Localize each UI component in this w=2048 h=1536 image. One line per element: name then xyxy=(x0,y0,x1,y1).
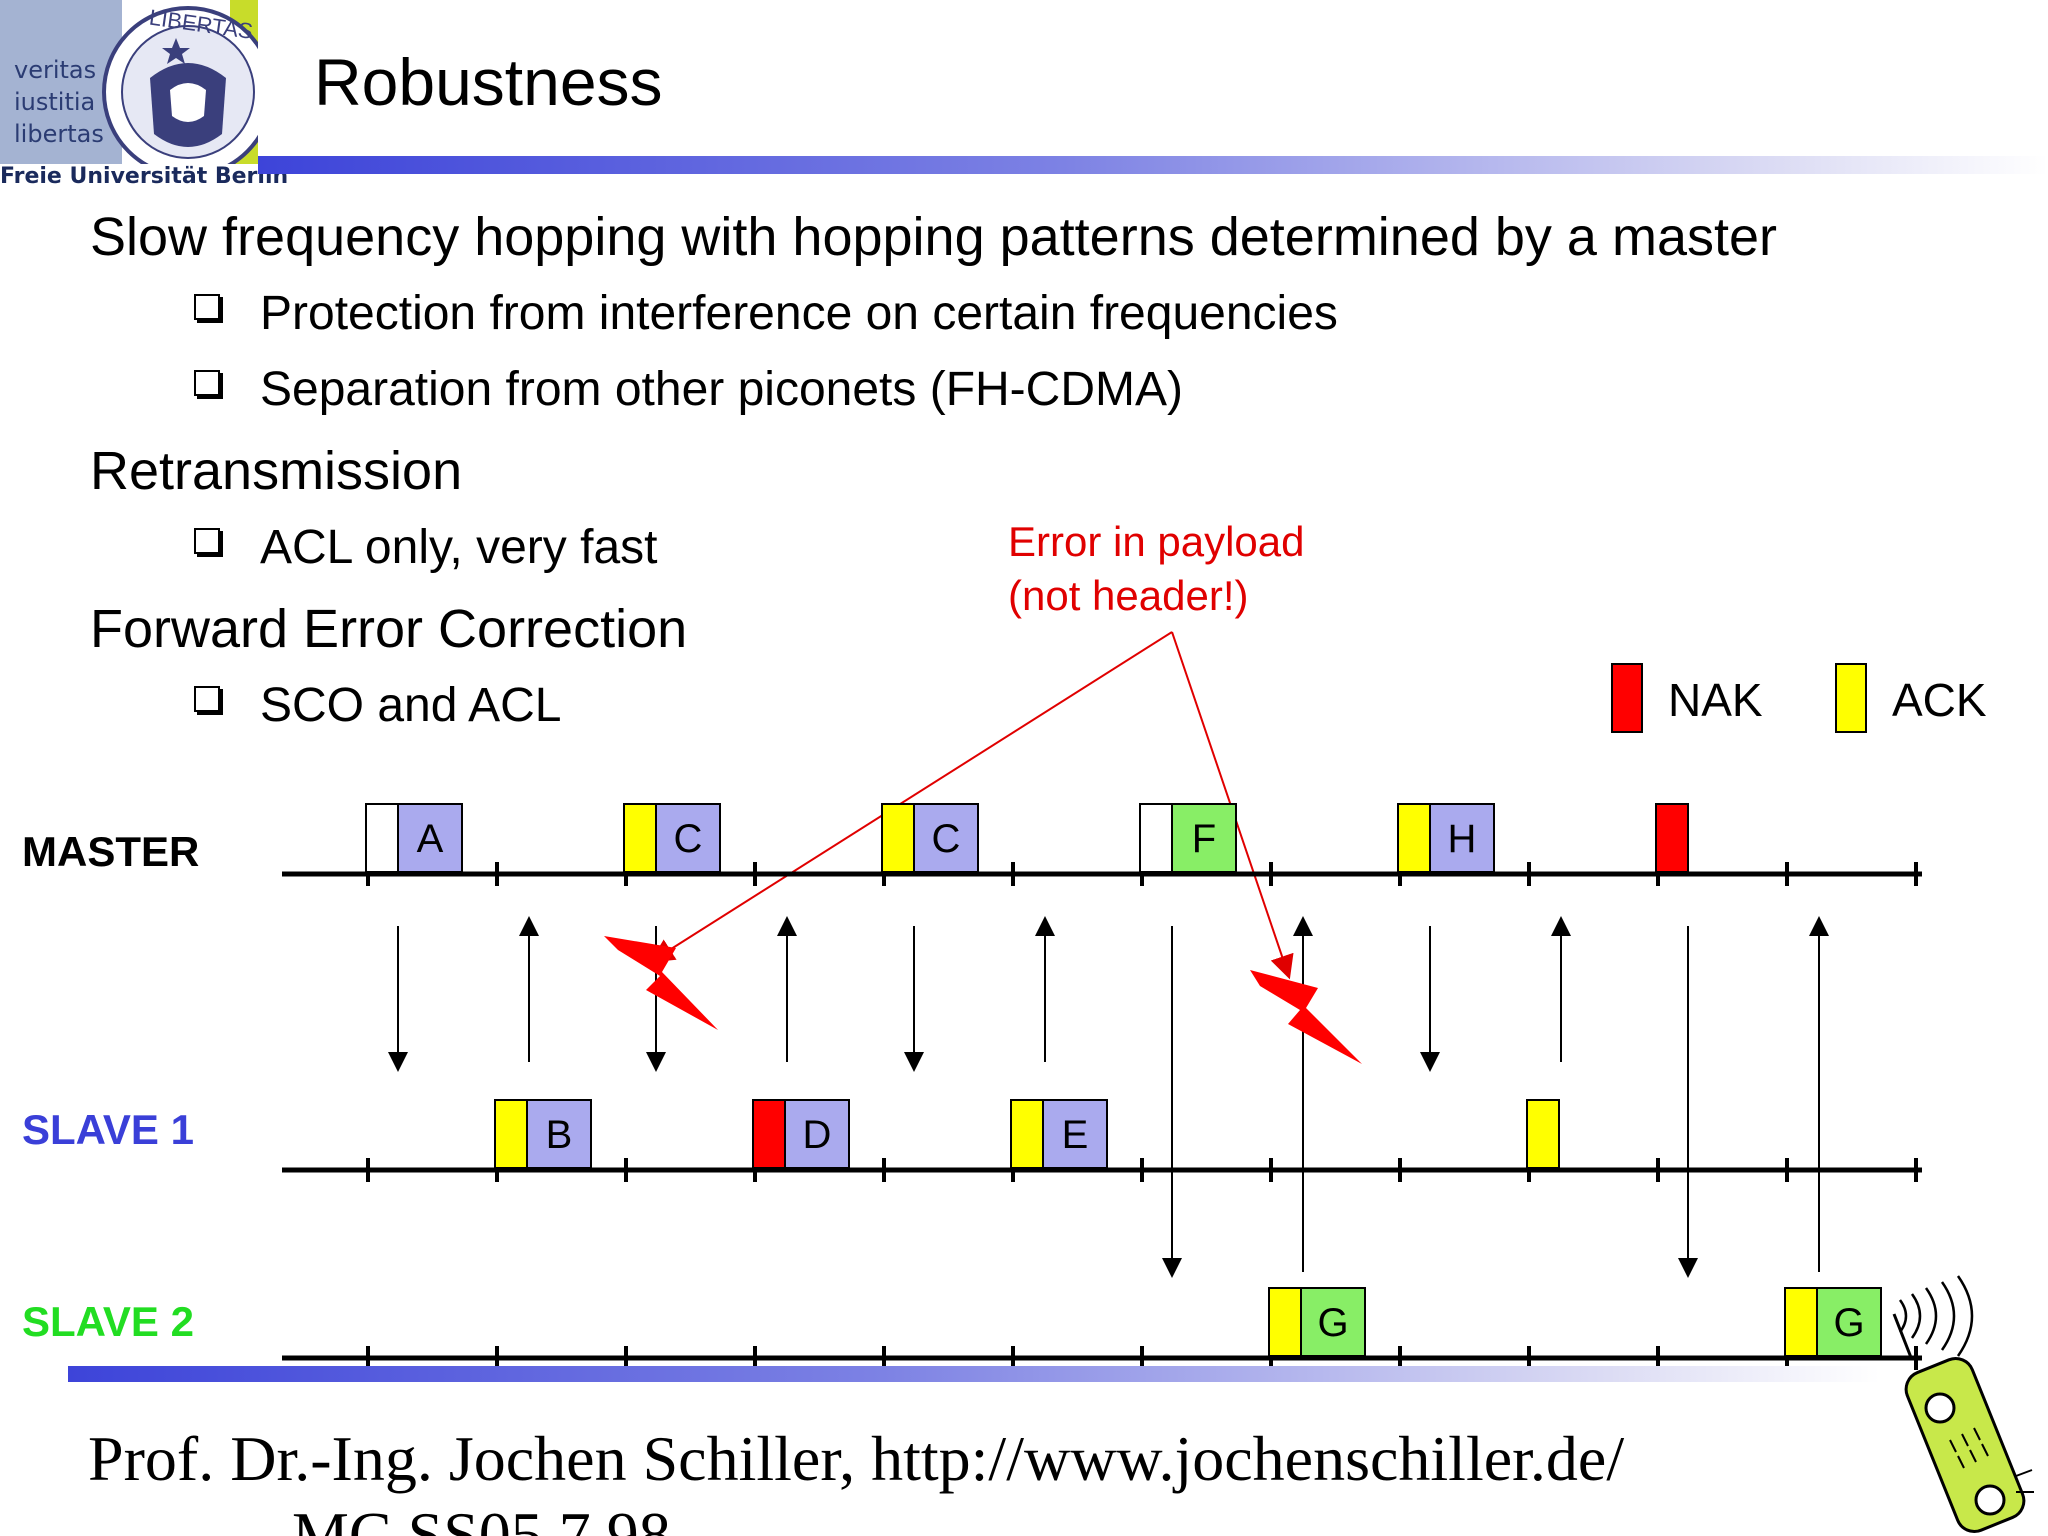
legend-ack-label: ACK xyxy=(1892,674,1987,726)
packet: G xyxy=(1784,1287,1882,1357)
packet-letter: B xyxy=(546,1113,573,1157)
sub-bullet: SCO and ACL xyxy=(194,678,562,733)
error-pointer-arrow xyxy=(649,631,1173,963)
packet: A xyxy=(365,803,463,873)
packet-header xyxy=(494,1099,528,1169)
footer-divider xyxy=(68,1366,1880,1382)
packet-letter: A xyxy=(417,817,444,861)
packet: C xyxy=(881,803,979,873)
packet: G xyxy=(1268,1287,1366,1357)
checkbox-bullet-icon xyxy=(194,293,220,320)
packet-payload xyxy=(397,803,463,873)
packet-payload xyxy=(1300,1287,1366,1357)
error-pointer-arrow xyxy=(1171,631,1294,980)
packet-payload xyxy=(1816,1287,1882,1357)
bullet-2: Retransmission xyxy=(90,441,463,501)
sub-bullet-text: ACL only, very fast xyxy=(260,521,658,574)
packet-header xyxy=(365,803,399,873)
packet-letter: C xyxy=(674,817,703,861)
legend-nak-swatch xyxy=(1611,663,1643,733)
title-divider xyxy=(258,156,2048,174)
transfer-arrows xyxy=(388,916,1829,1278)
legend-nak-label: NAK xyxy=(1668,674,1763,726)
university-name: Freie Universität Berlin xyxy=(0,164,289,189)
sub-bullet: ACL only, very fast xyxy=(194,520,657,575)
sub-bullet-text: SCO and ACL xyxy=(260,679,562,732)
footer-author: Prof. Dr.-Ing. Jochen Schiller, http://w… xyxy=(88,1423,1625,1494)
packet: E xyxy=(1010,1099,1108,1169)
packet: H xyxy=(1397,803,1495,873)
packet-header xyxy=(1784,1287,1818,1357)
sub-bullet: Protection from interference on certain … xyxy=(194,286,1338,341)
packet-letter: F xyxy=(1192,817,1216,861)
packet-payload xyxy=(913,803,979,873)
checkbox-bullet-icon xyxy=(194,527,220,554)
packet-letter: H xyxy=(1448,817,1477,861)
logo-motto: veritas iustitia libertas xyxy=(14,54,104,150)
packets: A C C F H B D E G G xyxy=(365,803,1882,1357)
bullet-1: Slow frequency hopping with hopping patt… xyxy=(90,207,1777,267)
packet-header xyxy=(1655,803,1689,873)
packet-header xyxy=(1268,1287,1302,1357)
packet-letter: G xyxy=(1317,1301,1348,1345)
packet-letter: E xyxy=(1062,1113,1089,1157)
logo-motto-line: libertas xyxy=(14,120,104,148)
packet-letter: C xyxy=(932,817,961,861)
packet-header xyxy=(623,803,657,873)
packet xyxy=(1655,803,1689,873)
packet-header xyxy=(1526,1099,1560,1169)
mobile-phone-icon xyxy=(1892,1275,2034,1533)
packet: C xyxy=(623,803,721,873)
packet-payload xyxy=(526,1099,592,1169)
packet-header xyxy=(752,1099,786,1169)
interference-bolt-icon xyxy=(604,936,718,1030)
logo-motto-line: iustitia xyxy=(14,88,96,116)
packet-payload xyxy=(1429,803,1495,873)
sub-bullet: Separation from other piconets (FH-CDMA) xyxy=(194,362,1183,417)
interference-bolt-icon xyxy=(1250,970,1362,1064)
bullet-3: Forward Error Correction xyxy=(90,599,688,659)
slide-title: Robustness xyxy=(314,45,663,119)
legend-ack-swatch xyxy=(1835,663,1867,733)
sub-bullet-text: Protection from interference on certain … xyxy=(260,287,1338,340)
error-note-line-2: (not header!) xyxy=(1008,572,1248,619)
packet-payload xyxy=(784,1099,850,1169)
packet: F xyxy=(1139,803,1237,873)
packet-payload xyxy=(1042,1099,1108,1169)
footer-course: MC SS05 7.98 xyxy=(292,1499,671,1536)
sub-bullet-text: Separation from other piconets (FH-CDMA) xyxy=(260,363,1183,416)
packet: B xyxy=(494,1099,592,1169)
row-label-slave1: SLAVE 1 xyxy=(22,1106,194,1153)
checkbox-bullet-icon xyxy=(194,685,220,712)
row-label-slave2: SLAVE 2 xyxy=(22,1298,194,1345)
packet-letter: D xyxy=(803,1113,832,1157)
packet-header xyxy=(1010,1099,1044,1169)
packet-payload xyxy=(1171,803,1237,873)
row-label-master: MASTER xyxy=(22,828,199,875)
packet xyxy=(1526,1099,1560,1169)
packet-payload xyxy=(655,803,721,873)
logo-motto-line: veritas xyxy=(14,56,97,84)
packet-header xyxy=(881,803,915,873)
error-note-line-1: Error in payload xyxy=(1008,518,1304,565)
packet-letter: G xyxy=(1833,1301,1864,1345)
packet: D xyxy=(752,1099,850,1169)
checkbox-bullet-icon xyxy=(194,369,220,396)
packet-header xyxy=(1397,803,1431,873)
packet-header xyxy=(1139,803,1173,873)
